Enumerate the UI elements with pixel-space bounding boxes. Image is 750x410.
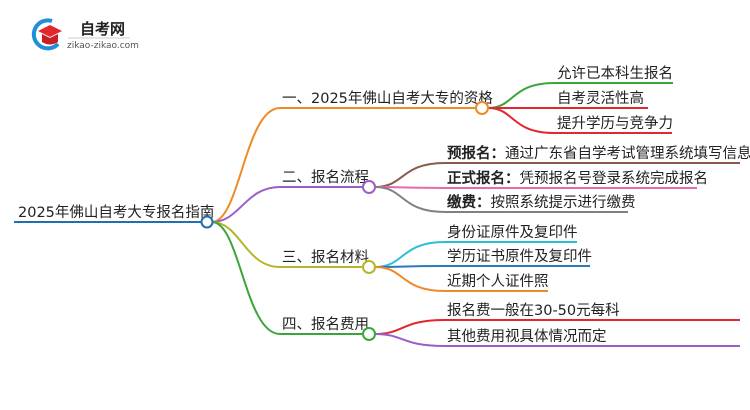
branch-connector [211,221,362,335]
leaf-connector [374,265,590,268]
branch-label: 一、2025年佛山自考大专的资格 [282,90,493,107]
leaf-connector [374,241,577,268]
branch-collapse-toggle[interactable] [362,260,376,274]
branch-collapse-toggle[interactable] [362,180,376,194]
leaf-node[interactable]: 缴费：按照系统提示进行缴费 [374,186,636,213]
leaf-label-text: 提升学历与竞争力 [557,114,673,132]
leaf-label-text: 近期个人证件照 [447,273,549,290]
leaf-connector [374,186,628,213]
leaf-label: 学历证书原件及复印件 [447,247,592,265]
leaf-label-prefix: 正式报名： [447,169,520,187]
leaf-node[interactable]: 提升学历与竞争力 [487,107,673,134]
leaf-node[interactable]: 预报名：通过广东省自学考试管理系统填写信息 [374,144,750,188]
logo: 自考网 zikao-zikao.com [31,18,139,51]
leaf-label-text: 凭预报名号登录系统完成报名 [520,170,709,187]
leaf-label: 提升学历与竞争力 [557,114,673,132]
leaf-label: 身份证原件及复印件 [447,223,578,241]
leaf-label-text: 自考灵活性高 [557,90,644,107]
root-node[interactable]: 2025年佛山自考大专报名指南 [14,204,214,223]
leaf-label-text: 按照系统提示进行缴费 [491,194,636,211]
leaf-label-text: 学历证书原件及复印件 [447,247,592,265]
leaf-node[interactable]: 身份证原件及复印件 [374,223,578,268]
leaf-label-text: 通过广东省自学考试管理系统填写信息 [505,145,750,162]
branch-connector [211,221,362,268]
leaf-label: 自考灵活性高 [557,90,644,107]
leaf-label-text: 报名费一般在30-50元每科 [447,302,620,319]
leaf-node[interactable]: 近期个人证件照 [374,266,549,292]
leaf-label-text: 身份证原件及复印件 [447,223,578,241]
leaf-connector [487,107,672,134]
branch-collapse-toggle[interactable] [362,327,376,341]
logo-domain: zikao-zikao.com [67,41,139,51]
leaf-connector [374,319,740,335]
leaf-connector [374,333,740,347]
branch-label: 三、报名材料 [282,249,369,266]
leaf-connector [374,266,548,292]
root-label: 2025年佛山自考大专报名指南 [18,204,214,221]
leaf-connector [374,186,697,189]
branch-label: 四、报名费用 [282,316,369,333]
branch-2[interactable]: 二、报名流程预报名：通过广东省自学考试管理系统填写信息正式报名：凭预报名号登录系… [211,144,750,223]
leaf-label-text: 其他费用视具体情况而定 [447,328,607,345]
leaf-node[interactable]: 允许已本科生报名 [487,65,673,109]
branch-connector [211,186,362,223]
leaf-label: 其他费用视具体情况而定 [447,328,607,345]
leaf-label-prefix: 预报名： [447,144,505,162]
leaf-label-text: 允许已本科生报名 [557,65,673,82]
leaf-label: 正式报名：凭预报名号登录系统完成报名 [447,169,708,187]
branch-label: 二、报名流程 [282,169,369,186]
leaf-node[interactable]: 正式报名：凭预报名号登录系统完成报名 [374,169,708,189]
root-collapse-toggle[interactable] [200,215,214,229]
leaf-connector [487,82,673,109]
leaf-label: 报名费一般在30-50元每科 [447,302,620,319]
leaf-label: 预报名：通过广东省自学考试管理系统填写信息 [447,144,750,162]
leaf-connector [374,162,740,188]
leaf-node[interactable]: 报名费一般在30-50元每科 [374,302,740,335]
leaf-label: 近期个人证件照 [447,273,549,290]
logo-ring-icon [31,18,60,51]
leaf-node[interactable]: 学历证书原件及复印件 [374,247,592,268]
leaf-node[interactable]: 其他费用视具体情况而定 [374,328,740,347]
branch-collapse-toggle[interactable] [475,101,489,115]
graduation-cap-icon [38,25,62,37]
logo-name: 自考网 [80,20,125,38]
branch-connector [211,107,475,223]
leaf-label-prefix: 缴费： [447,193,491,211]
leaf-label: 缴费：按照系统提示进行缴费 [447,193,636,211]
leaf-label: 允许已本科生报名 [557,65,673,82]
